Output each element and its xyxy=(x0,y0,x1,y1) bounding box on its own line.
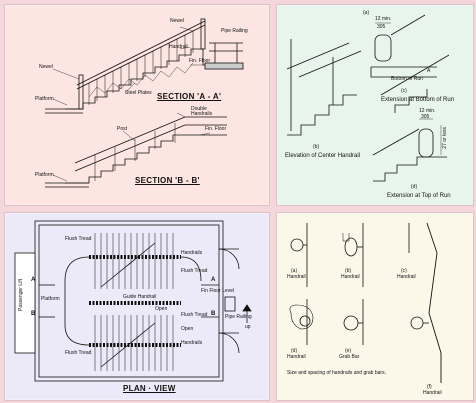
plan-view-panel: Passenger Lift Flush Tread Flush Tread F… xyxy=(4,212,270,401)
label-open-2: Open xyxy=(181,326,194,332)
label-fin-floor-level: Fin Floor Level xyxy=(201,288,235,294)
fig-d-label: (d) xyxy=(291,348,298,354)
section-bb-stair-profile xyxy=(65,134,227,184)
fig-e-label: (e) xyxy=(345,348,352,354)
label-fin-floor-aa: Fin. Floor xyxy=(189,58,211,64)
dim-side: 27 or less xyxy=(442,127,448,149)
section-drawings-panel: Newel Handrail Pipe Railing Newel Steel … xyxy=(4,4,270,206)
handrail-sizes-panel: (a) Handrail (b) Handrail (c) Handrail (… xyxy=(276,212,474,401)
handrail-extension-panel: 12 min. 305 Bottom of Run A (c) Extensio… xyxy=(276,4,474,206)
handrail-section-c xyxy=(342,233,350,242)
plan-view-caption: PLAN · VIEW xyxy=(123,384,176,393)
marker-b-left: B xyxy=(31,311,36,317)
handrail-extension-svg xyxy=(286,14,450,182)
section-aa-stair-profile xyxy=(65,48,243,110)
fig-f-label: (f) xyxy=(427,384,432,390)
label-handrail: Handrail xyxy=(169,44,188,50)
hand-on-rail xyxy=(289,304,314,330)
section-aa-balusters xyxy=(88,31,194,105)
handrail-profile-d xyxy=(418,128,434,158)
fig-d-name: Handrail xyxy=(287,354,306,360)
label-platform: Platform xyxy=(41,296,60,302)
caption-elevation-center: Elevation of Center Handrail xyxy=(285,153,361,159)
label-pipe-railing: Pipe Railing xyxy=(225,314,252,320)
elevation-stairs xyxy=(287,94,357,136)
dim-mid-sub: 305 xyxy=(421,114,430,120)
passenger-lift xyxy=(14,252,36,354)
section-bb-handrail-upper xyxy=(74,116,186,164)
label-platform-aa: Platform xyxy=(35,96,54,102)
upper-flight xyxy=(94,233,174,289)
label-up: up xyxy=(245,324,251,330)
section-bb-handrail-lower xyxy=(74,124,186,172)
label-fin-floor-bb: Fin. Floor xyxy=(205,126,227,132)
label-bottom-of-run: Bottom of Run xyxy=(391,76,423,82)
label-double-handrails: Double Handrails xyxy=(191,106,213,117)
plan-view-svg xyxy=(14,220,252,382)
fig-b-name: Handrail xyxy=(341,274,360,280)
handrail-sizes-caption: Size and spacing of handrails and grab b… xyxy=(287,370,386,376)
letter-a: A xyxy=(427,68,431,74)
label-handrails-bottom: Handrails xyxy=(181,340,203,346)
fig-e-name: Grab Bar xyxy=(339,354,360,360)
fig-c-name: Handrail xyxy=(397,274,416,280)
label-newel-left: Newel xyxy=(39,64,53,70)
dim-top: 12 min. xyxy=(375,16,392,22)
fig-a-name: Handrail xyxy=(287,274,306,280)
fig-c-label: (c) xyxy=(401,268,407,274)
handrail-section-a xyxy=(290,238,304,252)
grab-bar-section xyxy=(343,315,359,331)
handrail-profile-a xyxy=(374,34,392,62)
label-steel-plates: Steel Plates xyxy=(125,90,152,96)
marker-a-right: A xyxy=(211,277,216,283)
label-newel-top: Newel xyxy=(170,18,184,24)
label-platform-bb: Platform xyxy=(35,172,54,178)
wall-profile-right xyxy=(426,222,442,383)
fig-b-label: (b) xyxy=(345,268,352,274)
stair-enclosure xyxy=(38,224,220,378)
fig-f-name: Handrail xyxy=(423,390,442,396)
label-flush-tread-4: Flush Tread xyxy=(181,312,208,318)
dim-mid: 12 min. xyxy=(419,108,436,114)
dim-top-sub: 305 xyxy=(377,24,386,30)
label-guide-handrail: Guide Handrail xyxy=(123,294,157,300)
label-flush-tread-1: Flush Tread xyxy=(65,236,92,242)
fig-c-label: (c) xyxy=(401,88,407,94)
handrail-section-b xyxy=(344,237,358,257)
label-pipe-railing: Pipe Railing xyxy=(221,28,248,34)
label-post: Post xyxy=(117,126,128,132)
caption-extension-top: Extension at Top of Run xyxy=(387,193,451,199)
newel-post-right xyxy=(200,18,206,50)
section-bb-title: SECTION 'B - B' xyxy=(135,176,200,185)
newel-post-left xyxy=(78,74,84,110)
marker-b-right: B xyxy=(211,311,216,317)
section-drawings-svg xyxy=(45,18,244,188)
section-aa-handrail xyxy=(76,20,206,86)
label-passenger-lift: Passenger Lift xyxy=(18,279,24,311)
label-handrails-top: Handrails xyxy=(181,250,203,256)
caption-extension-bottom: Extension at Bottom of Run xyxy=(381,97,455,103)
fig-a-label: (a) xyxy=(291,268,298,274)
fig-d-label: (d) xyxy=(411,184,418,190)
label-flush-tread-2: Flush Tread xyxy=(181,268,208,274)
fig-a-label: (a) xyxy=(363,10,370,16)
label-open-1: Open xyxy=(155,306,168,312)
section-aa-title: SECTION 'A - A' xyxy=(157,92,222,101)
handrail-sizes-svg xyxy=(289,222,442,383)
label-flush-tread-3: Flush Tread xyxy=(65,350,92,356)
fig-b-label: (b) xyxy=(313,144,320,150)
center-handrail xyxy=(286,42,350,70)
marker-a-left: A xyxy=(31,277,36,283)
handrail-section-f xyxy=(410,316,424,330)
